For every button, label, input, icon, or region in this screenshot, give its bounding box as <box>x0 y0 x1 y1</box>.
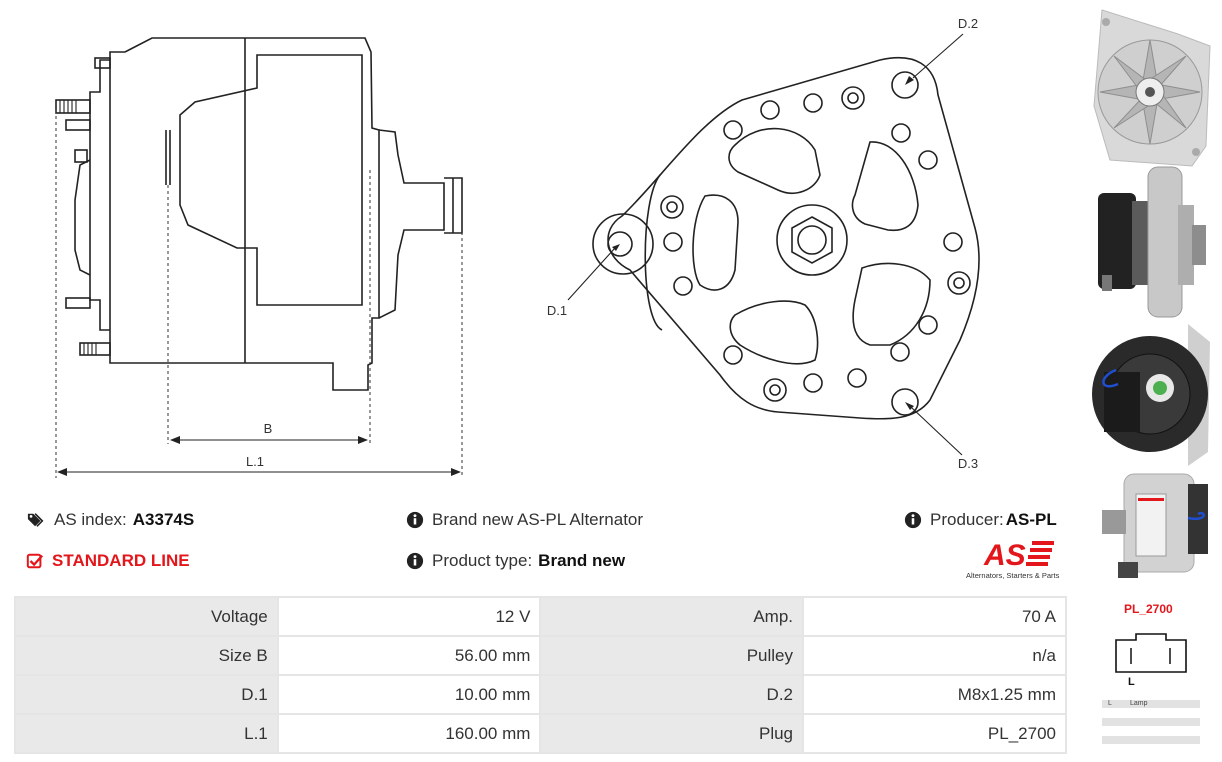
product-photo-rear[interactable] <box>1088 322 1212 472</box>
description-text: Brand new AS-PL Alternator <box>432 510 644 529</box>
dim-l1-label: L.1 <box>246 454 264 469</box>
spec-value: 70 A <box>802 596 1067 637</box>
standard-line-label: STANDARD LINE <box>52 551 190 570</box>
spec-value: 56.00 mm <box>276 635 542 676</box>
plug-legend-row: L Lamp <box>1102 700 1200 708</box>
as-index-info: AS index: A3374S <box>26 510 194 530</box>
producer-label: Producer: <box>930 510 1004 529</box>
plug-legend-empty-row <box>1102 736 1200 744</box>
spec-key: L.1 <box>14 713 279 754</box>
specifications-table: Voltage 12 V Amp. 70 A Size B 56.00 mm P… <box>14 596 1067 754</box>
plug-legend-value: Lamp <box>1129 700 1148 707</box>
spec-key: Voltage <box>14 596 279 637</box>
tags-icon <box>27 513 44 527</box>
standard-line-badge: STANDARD LINE <box>26 551 190 571</box>
plug-legend-key: L <box>1108 700 1112 707</box>
plug-pin-label: L <box>1128 676 1135 688</box>
as-logo-text: AS <box>983 539 1026 570</box>
as-index-label: AS index: <box>54 510 127 529</box>
product-photo-side[interactable] <box>1088 165 1212 325</box>
plug-title: PL_2700 <box>1124 602 1173 616</box>
producer-value: AS-PL <box>1005 510 1057 529</box>
spec-key: D.2 <box>539 674 805 715</box>
table-row: Voltage 12 V Amp. 70 A <box>14 596 1067 637</box>
plug-legend-empty-row <box>1102 718 1200 726</box>
table-row: D.1 10.00 mm D.2 M8x1.25 mm <box>14 674 1067 715</box>
spec-value: 10.00 mm <box>276 674 542 715</box>
product-type-info: Product type: Brand new <box>406 551 625 571</box>
as-logo-mark: AS <box>983 539 1054 570</box>
dim-b-label: B <box>264 421 273 436</box>
plug-diagram <box>1115 633 1187 673</box>
spec-value: 160.00 mm <box>276 713 542 754</box>
product-photo-front[interactable] <box>1088 6 1212 168</box>
spec-value: M8x1.25 mm <box>802 674 1067 715</box>
product-type-value: Brand new <box>538 551 626 570</box>
alternator-side-view-drawing: B L.1 <box>55 37 463 478</box>
table-row: Size B 56.00 mm Pulley n/a <box>14 635 1067 676</box>
spec-value: n/a <box>802 635 1067 676</box>
info-circle-icon <box>406 552 424 570</box>
dim-d1-label: D.1 <box>547 303 567 318</box>
spec-key: D.1 <box>14 674 279 715</box>
as-index-value: A3374S <box>132 510 195 529</box>
product-photo-side-label[interactable] <box>1088 470 1212 580</box>
dim-d2-label: D.2 <box>958 16 978 31</box>
as-pl-logo: AS Alternators, Starters & Parts <box>964 538 1070 584</box>
description-info: Brand new AS-PL Alternator <box>406 510 643 530</box>
spec-key: Plug <box>539 713 805 754</box>
spec-key: Pulley <box>539 635 805 676</box>
as-logo-tagline: Alternators, Starters & Parts <box>966 571 1060 580</box>
table-row: L.1 160.00 mm Plug PL_2700 <box>14 713 1067 754</box>
alternator-front-view-drawing: D.2 D.3 D.1 <box>547 16 980 471</box>
spec-key: Size B <box>14 635 279 676</box>
info-circle-icon <box>904 511 922 529</box>
spec-value: 12 V <box>276 596 542 637</box>
spec-value: PL_2700 <box>802 713 1067 754</box>
producer-info: Producer: AS-PL <box>904 510 1057 530</box>
spec-key: Amp. <box>539 596 805 637</box>
info-circle-icon <box>406 511 424 529</box>
checkbox-icon <box>26 553 44 569</box>
product-type-label: Product type: <box>432 551 533 570</box>
dim-d3-label: D.3 <box>958 456 978 471</box>
